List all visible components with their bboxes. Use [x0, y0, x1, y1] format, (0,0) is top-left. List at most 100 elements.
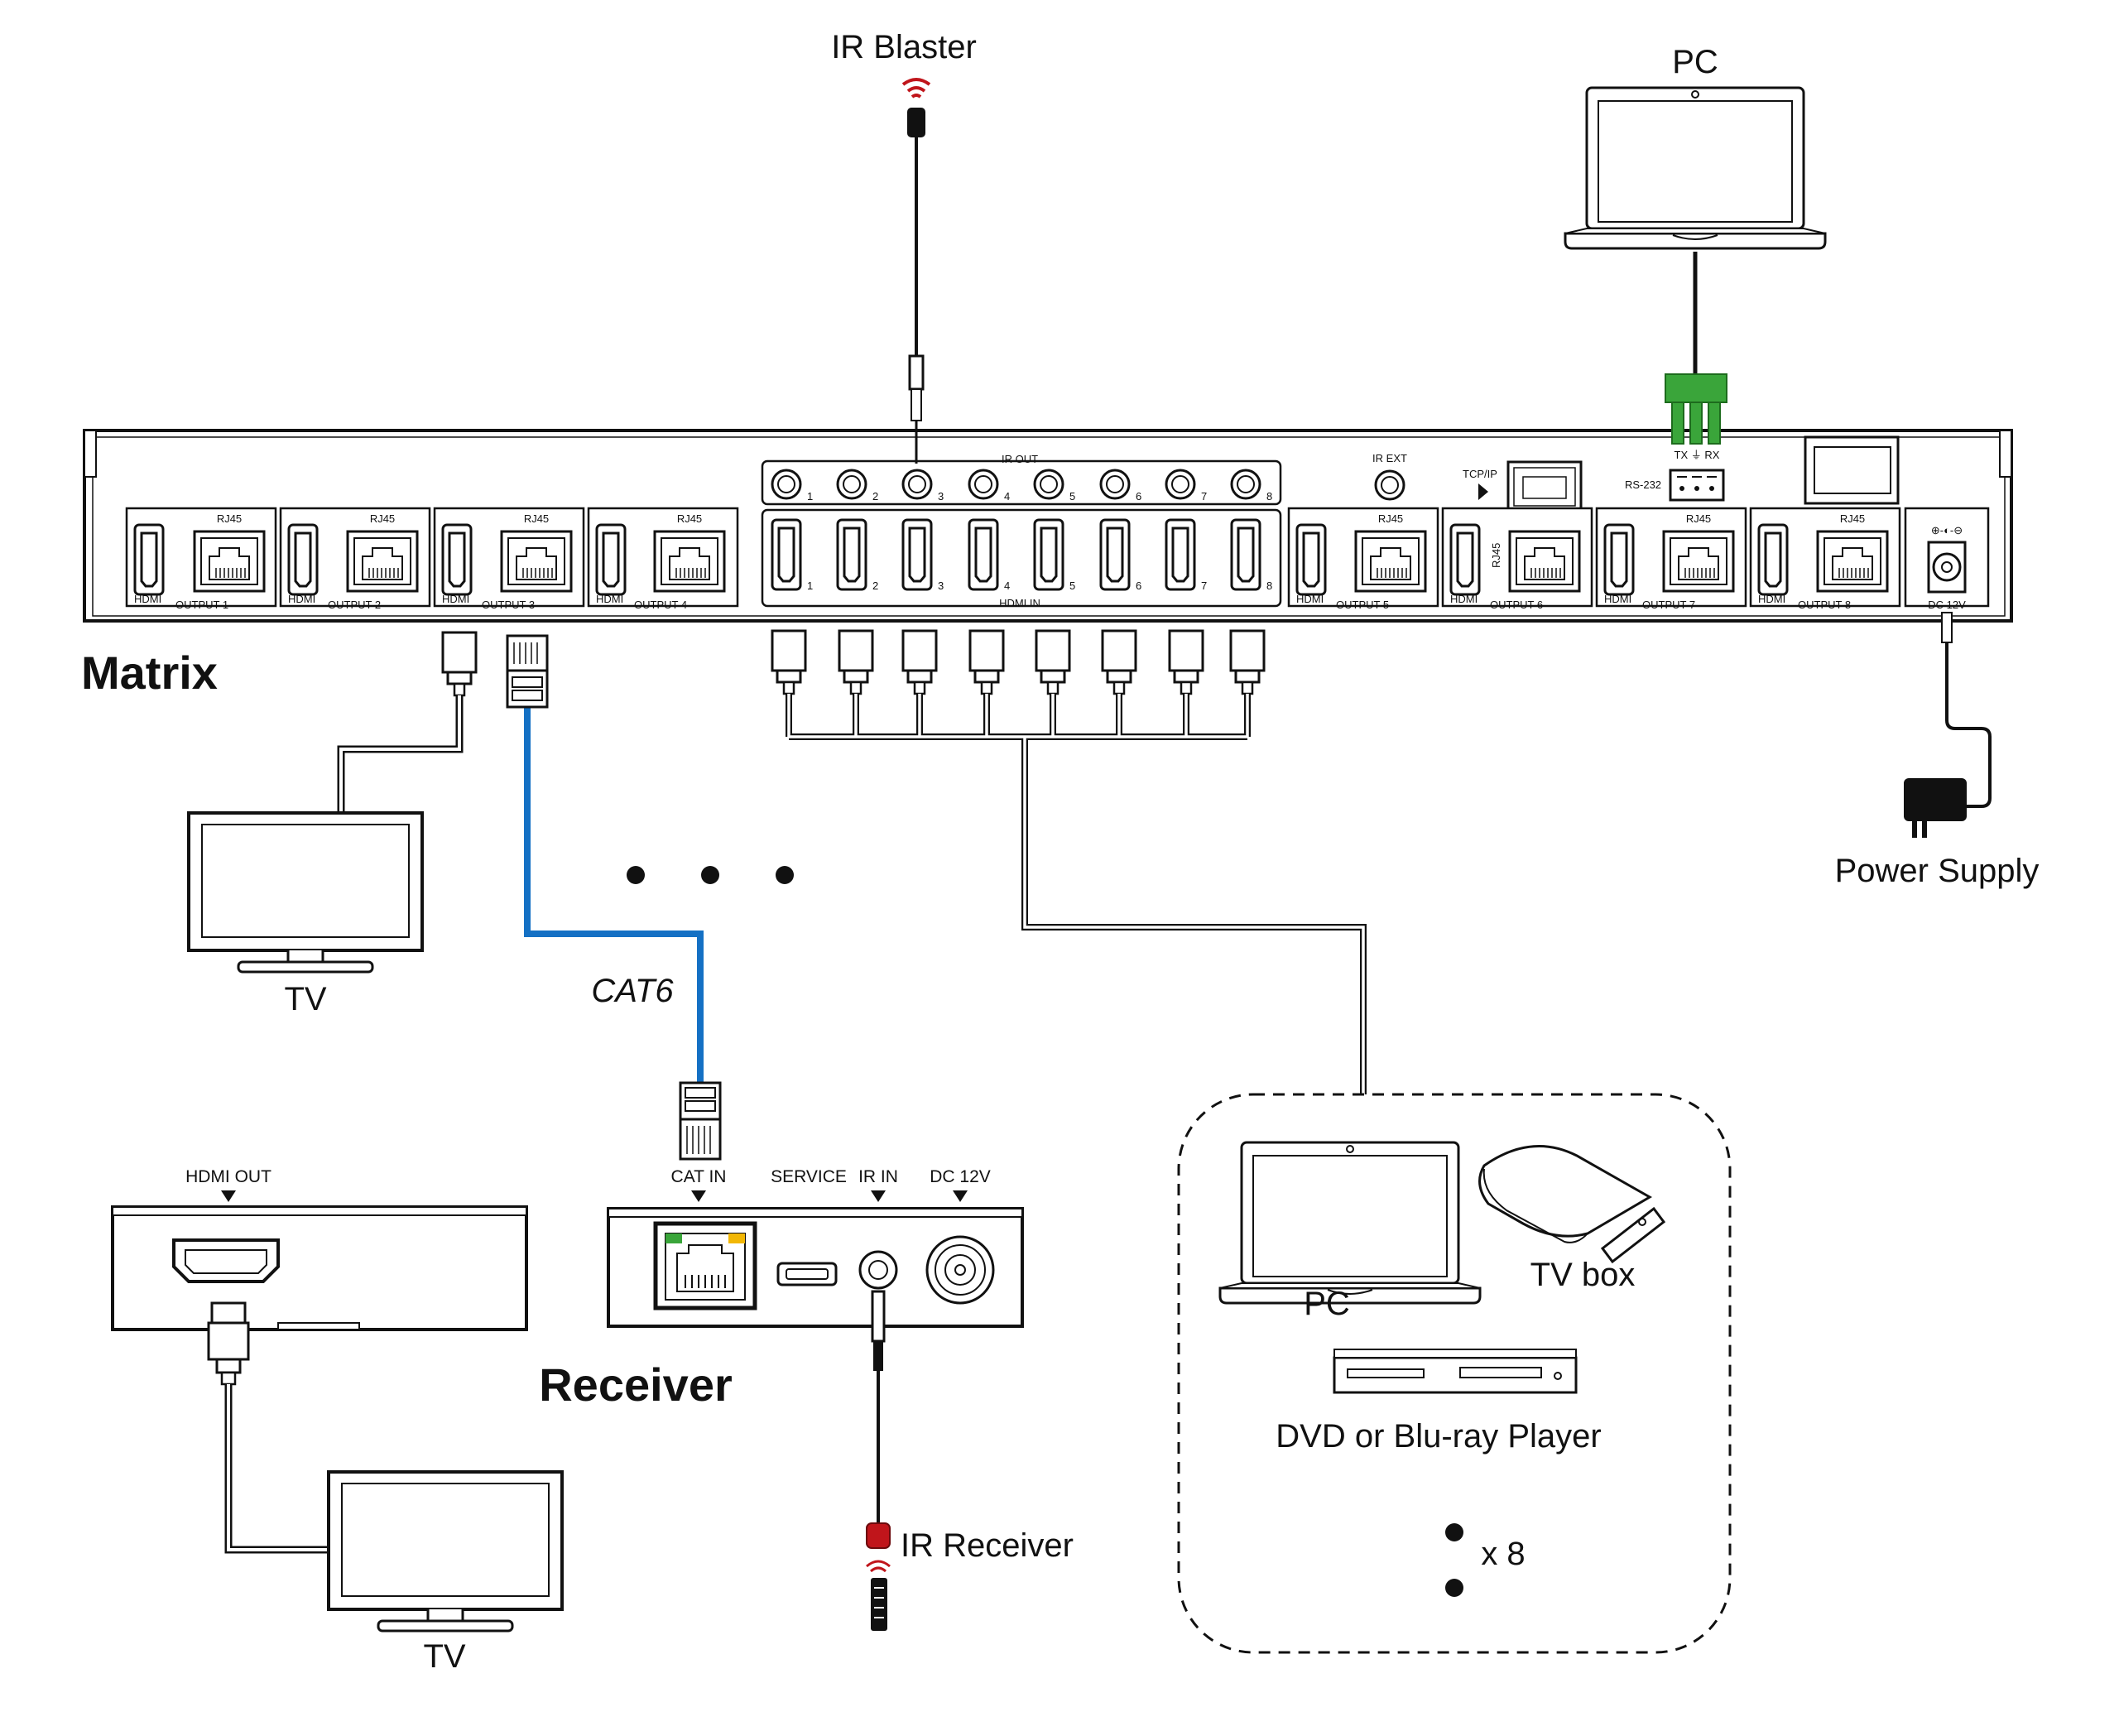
ir-blaster-label: IR Blaster	[831, 29, 977, 65]
tv-bottom: TV	[224, 1384, 564, 1675]
tcp-ip-port: TCP/IP	[1463, 460, 1583, 515]
svg-text:HDMI: HDMI	[1296, 593, 1324, 605]
svg-text:DC 12V: DC 12V	[1928, 599, 1966, 611]
cat-in-label: CAT IN	[671, 1167, 727, 1186]
ir-in-label: IR IN	[858, 1167, 898, 1186]
cat6-cable: CAT6	[506, 634, 722, 1161]
output-bay-6: RJ45 HDMI OUTPUT 6	[1441, 507, 1593, 611]
svg-text:2: 2	[872, 579, 878, 592]
svg-text:HDMI: HDMI	[596, 593, 623, 605]
svg-text:OUTPUT 1: OUTPUT 1	[175, 599, 228, 611]
output-bay-4: RJ45 HDMI OUTPUT 4	[587, 507, 739, 611]
svg-text:OUTPUT 6: OUTPUT 6	[1490, 599, 1543, 611]
svg-text:1: 1	[807, 579, 813, 592]
svg-text:5: 5	[1069, 490, 1075, 503]
matrix-power-supply: Power Supply	[1835, 612, 2040, 889]
svg-text:7: 7	[1201, 579, 1207, 592]
tv-box-icon	[1478, 1144, 1666, 1264]
svg-text:5: 5	[1069, 579, 1075, 592]
tv-box-label: TV box	[1530, 1257, 1636, 1293]
svg-text:HDMI: HDMI	[1758, 593, 1785, 605]
receiver-dc-port	[925, 1235, 995, 1305]
ir-out-label: IR OUT	[1002, 453, 1038, 465]
tv-bottom-label: TV	[423, 1638, 465, 1675]
output-bay-1: RJ45 HDMI OUTPUT 1	[125, 507, 277, 611]
svg-text:6: 6	[1136, 490, 1141, 503]
ir-ext-port: IR EXT	[1372, 452, 1407, 501]
port-numbers-hdmi: 1 2 3 4 5 6 7 8	[807, 579, 1272, 592]
power-supply-label: Power Supply	[1835, 853, 2040, 889]
rj45-plug-top	[506, 634, 549, 709]
svg-text:IR EXT: IR EXT	[1372, 452, 1407, 464]
ellipsis-dots	[627, 866, 794, 884]
output-bay-3: RJ45 HDMI OUTPUT 3	[433, 507, 585, 611]
svg-text:7: 7	[1201, 490, 1207, 503]
pc-control: PC	[1564, 44, 1827, 445]
svg-text:OUTPUT 3: OUTPUT 3	[482, 599, 535, 611]
svg-text:2: 2	[872, 490, 878, 503]
ir-receiver: IR Receiver	[866, 1290, 1074, 1631]
ir-receiver-label: IR Receiver	[901, 1527, 1074, 1564]
svg-text:RJ45: RJ45	[1490, 543, 1502, 568]
matrix-title: Matrix	[81, 647, 218, 699]
svg-text:3: 3	[938, 579, 944, 592]
svg-text:TX ⏚ RX: TX ⏚ RX	[1675, 449, 1720, 461]
svg-text:HDMI: HDMI	[288, 593, 315, 605]
sources-group: PC TV box DVD or Blu-ray Player x 8	[1177, 1093, 1732, 1654]
service-label: SERVICE	[771, 1167, 847, 1186]
output-bay-5: RJ45 HDMI OUTPUT 5	[1287, 507, 1439, 611]
receiver-hdmi-out-device: HDMI OUT	[111, 1167, 528, 1386]
hdmi-in-panel	[761, 508, 1282, 608]
phoenix-connector	[1665, 373, 1727, 403]
svg-text:OUTPUT 5: OUTPUT 5	[1336, 599, 1389, 611]
svg-text:HDMI: HDMI	[134, 593, 161, 605]
hdmi-out-label: HDMI OUT	[185, 1167, 271, 1186]
output-bay-2: RJ45 HDMI OUTPUT 2	[279, 507, 431, 611]
hdmi-in-label: HDMI IN	[999, 597, 1040, 609]
receiver-title: Receiver	[539, 1359, 733, 1411]
receiver-device: CAT IN SERVICE IR IN DC 12V Re	[539, 1167, 1024, 1411]
power-switch	[1804, 435, 1900, 505]
svg-text:RS-232: RS-232	[1625, 478, 1661, 491]
svg-text:4: 4	[1004, 490, 1010, 503]
svg-text:OUTPUT 8: OUTPUT 8	[1798, 599, 1851, 611]
svg-text:6: 6	[1136, 579, 1141, 592]
svg-text:RJ45: RJ45	[524, 512, 549, 525]
port-numbers-ir: 1 2 3 4 5 6 7 8	[807, 490, 1272, 503]
cat6-label: CAT6	[591, 973, 674, 1009]
svg-text:8: 8	[1266, 490, 1272, 503]
tv-top: TV	[187, 631, 478, 1017]
x8-label: x 8	[1481, 1536, 1525, 1572]
ir-out-panel	[761, 459, 1282, 506]
matrix-dc-port: ⊕-◐-⊖ DC 12V	[1904, 507, 1990, 611]
svg-text:RJ45: RJ45	[217, 512, 242, 525]
svg-text:4: 4	[1004, 579, 1010, 592]
svg-text:RJ45: RJ45	[1686, 512, 1711, 525]
matrix-device: IR OUT HDMI IN 1 2 3 4 5 6 7 8 1 2 3 4 5…	[83, 429, 2013, 623]
tv-top-label: TV	[284, 981, 326, 1017]
ir-blaster: IR Blaster	[831, 29, 977, 464]
dc-label: DC 12V	[930, 1167, 991, 1186]
rs232-port: TX ⏚ RX RS-232	[1625, 449, 1725, 502]
pc-top-label: PC	[1672, 44, 1718, 80]
svg-text:RJ45: RJ45	[370, 512, 395, 525]
svg-text:OUTPUT 7: OUTPUT 7	[1642, 599, 1695, 611]
svg-text:OUTPUT 4: OUTPUT 4	[634, 599, 687, 611]
dvd-label: DVD or Blu-ray Player	[1276, 1418, 1601, 1455]
svg-text:HDMI: HDMI	[442, 593, 469, 605]
remote-control-icon	[866, 1560, 891, 1631]
output-bay-8: RJ45 HDMI OUTPUT 8	[1749, 507, 1901, 611]
ir-in-jack	[858, 1250, 898, 1290]
source-pc-label: PC	[1304, 1286, 1350, 1322]
svg-text:8: 8	[1266, 579, 1272, 592]
service-port	[776, 1262, 838, 1286]
hdmi-source-bundle	[771, 629, 1367, 1094]
svg-text:RJ45: RJ45	[1378, 512, 1403, 525]
svg-text:1: 1	[807, 490, 813, 503]
receiver-rj45-port	[653, 1221, 757, 1310]
svg-text:OUTPUT 2: OUTPUT 2	[328, 599, 381, 611]
svg-text:⊕-◐-⊖: ⊕-◐-⊖	[1931, 524, 1963, 536]
svg-text:RJ45: RJ45	[677, 512, 702, 525]
svg-text:HDMI: HDMI	[1450, 593, 1478, 605]
